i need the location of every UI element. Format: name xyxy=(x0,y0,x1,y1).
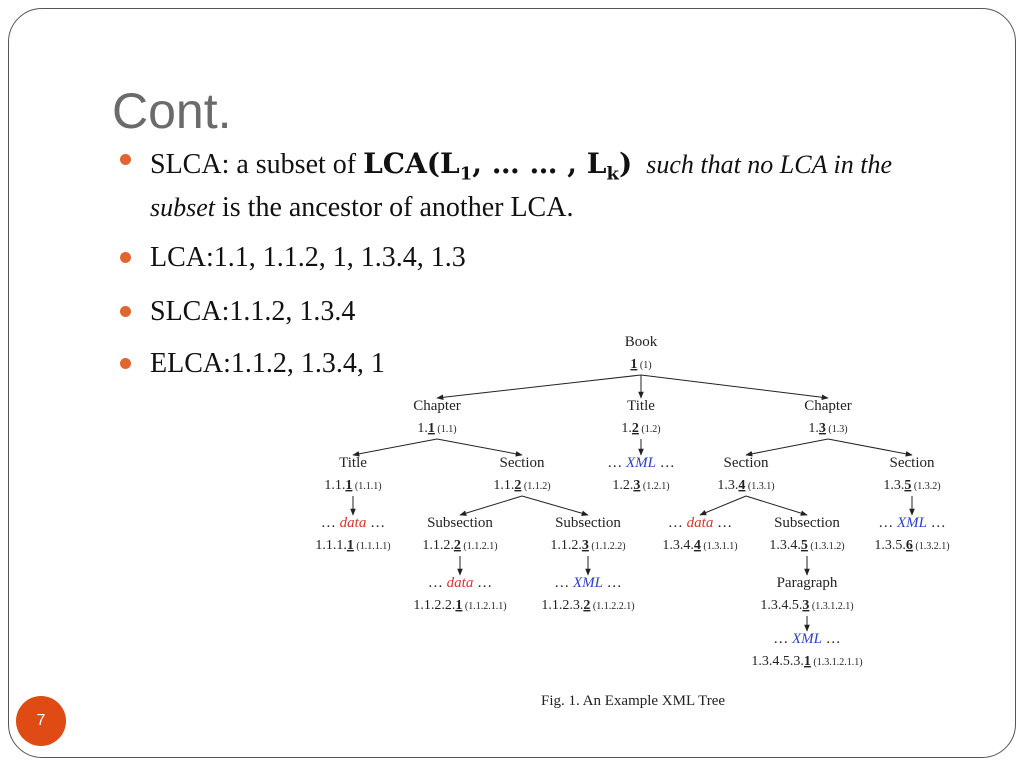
bullet-dot xyxy=(120,252,131,263)
tree-node-value: … data … xyxy=(428,575,492,591)
tree-edge xyxy=(827,438,913,457)
tree-node-sub1345: Subsection 1.3.4.5 (1.3.1.2) xyxy=(769,515,844,553)
tree-edge xyxy=(745,438,829,457)
tree-node-d1111: … data … 1.1.1.1 (1.1.1.1) xyxy=(315,515,390,553)
tree-node-id: 1.3.5 (1.3.2) xyxy=(883,478,940,493)
tree-node-d11221: … data … 1.1.2.2.1 (1.1.2.1.1) xyxy=(413,575,506,613)
tree-edge xyxy=(745,495,808,516)
page-number-badge: 7 xyxy=(16,696,66,746)
slide-frame xyxy=(8,8,1016,758)
bullet-dot xyxy=(120,358,131,369)
bullet-italic-text: subset xyxy=(150,193,215,222)
tree-node-label: Subsection xyxy=(774,515,840,531)
tree-node-id: 1.3 (1.3) xyxy=(808,421,847,436)
tree-node-label: Section xyxy=(500,455,545,471)
tree-node-id: 1.1.1 (1.1.1) xyxy=(324,478,381,493)
figure-caption: Fig. 1. An Example XML Tree xyxy=(541,693,725,709)
tree-node-sub1122: Subsection 1.1.2.2 (1.1.2.1) xyxy=(422,515,497,553)
tree-node-value: … data … xyxy=(668,515,732,531)
tree-node-s134: Section 1.3.4 (1.3.1) xyxy=(717,455,774,493)
tree-node-value: … XML … xyxy=(773,631,841,647)
tree-edge xyxy=(640,374,829,401)
tree-node-id: 1.1.2.3 (1.1.2.2) xyxy=(550,538,625,553)
tree-node-id: 1.3.4.4 (1.3.1.1) xyxy=(662,538,737,553)
bullet-text: ELCA:1.1.2, 1.3.4, 1 xyxy=(150,348,385,379)
tree-node-label: Book xyxy=(625,334,658,350)
tree-node-id: 1.3.4.5.3 (1.3.1.2.1) xyxy=(760,598,853,613)
tree-node-xml123: … XML … 1.2.3 (1.2.1) xyxy=(607,455,675,493)
tree-node-label: Chapter xyxy=(804,398,851,414)
tree-node-id: 1.3.5.6 (1.3.2.1) xyxy=(874,538,949,553)
tree-edge xyxy=(436,438,523,457)
bullet-dot xyxy=(120,306,131,317)
tree-node-label: Paragraph xyxy=(777,575,838,591)
tree-node-value: … XML … xyxy=(607,455,675,471)
tree-node-s112: Section 1.1.2 (1.1.2) xyxy=(493,455,550,493)
tree-node-ch1: Chapter 1.1 (1.1) xyxy=(413,398,460,436)
bullet-text: is the ancestor of another LCA. xyxy=(215,192,574,223)
tree-node-label: Title xyxy=(339,455,367,471)
bullet-text: SLCA: a subset of xyxy=(150,149,364,180)
tree-node-id: 1.1.2.2.1 (1.1.2.1.1) xyxy=(413,598,506,613)
tree-node-label: Section xyxy=(724,455,769,471)
tree-node-id: 1.1.1.1 (1.1.1.1) xyxy=(315,538,390,553)
tree-node-id: 1.1.2.2 (1.1.2.1) xyxy=(422,538,497,553)
tree-edge xyxy=(436,374,642,401)
tree-node-value: … data … xyxy=(321,515,385,531)
tree-node-id: 1.2.3 (1.2.1) xyxy=(612,478,669,493)
tree-node-xml134531: … XML … 1.3.4.5.3.1 (1.3.1.2.1.1) xyxy=(751,631,862,669)
tree-node-t12: Title 1.2 (1.2) xyxy=(621,398,660,436)
tree-node-ch3: Chapter 1.3 (1.3) xyxy=(804,398,851,436)
tree-node-para13453: Paragraph 1.3.4.5.3 (1.3.1.2.1) xyxy=(760,575,853,613)
bullet-italic-text: such that no LCA in the xyxy=(646,150,893,179)
tree-edge xyxy=(521,495,589,516)
tree-node-id: 1.3.4.5 (1.3.1.2) xyxy=(769,538,844,553)
tree-node-s135: Section 1.3.5 (1.3.2) xyxy=(883,455,940,493)
tree-node-value: … XML … xyxy=(878,515,946,531)
slide-title: Cont. xyxy=(112,83,232,139)
tree-node-label: Subsection xyxy=(555,515,621,531)
lca-formula: LCA(L1, … … , Lk) xyxy=(363,147,633,185)
tree-node-t111: Title 1.1.1 (1.1.1) xyxy=(324,455,381,493)
tree-node-id: 1.3.4 (1.3.1) xyxy=(717,478,774,493)
tree-node-label: Subsection xyxy=(427,515,493,531)
tree-node-id: 1.2 (1.2) xyxy=(621,421,660,436)
tree-node-label: Section xyxy=(890,455,935,471)
tree-edge xyxy=(699,495,747,516)
tree-node-xml1356: … XML … 1.3.5.6 (1.3.2.1) xyxy=(874,515,949,553)
tree-node-id: 1.1.2.3.2 (1.1.2.2.1) xyxy=(541,598,634,613)
tree-node-label: Title xyxy=(627,398,655,414)
tree-node-label: Chapter xyxy=(413,398,460,414)
tree-node-id: 1.1.2 (1.1.2) xyxy=(493,478,550,493)
tree-node-book: Book 1 (1) xyxy=(625,334,658,372)
tree-edge xyxy=(352,438,438,457)
bullet-text: SLCA:1.1.2, 1.3.4 xyxy=(150,296,356,327)
tree-edges xyxy=(350,374,915,632)
tree-node-d1344: … data … 1.3.4.4 (1.3.1.1) xyxy=(662,515,737,553)
tree-node-xml11232: … XML … 1.1.2.3.2 (1.1.2.2.1) xyxy=(541,575,634,613)
tree-nodes: Book 1 (1) Chapter 1.1 (1.1) Title 1.2 (1.2) C… xyxy=(315,334,949,669)
bullet-dot xyxy=(120,154,131,165)
tree-edge xyxy=(459,495,523,516)
tree-node-value: … XML … xyxy=(554,575,622,591)
tree-node-id: 1.1 (1.1) xyxy=(417,421,456,436)
tree-node-sub1123: Subsection 1.1.2.3 (1.1.2.2) xyxy=(550,515,625,553)
tree-node-id: 1.3.4.5.3.1 (1.3.1.2.1.1) xyxy=(751,654,862,669)
tree-node-id: 1 (1) xyxy=(630,357,651,372)
bullet-text: LCA:1.1, 1.1.2, 1, 1.3.4, 1.3 xyxy=(150,242,466,273)
